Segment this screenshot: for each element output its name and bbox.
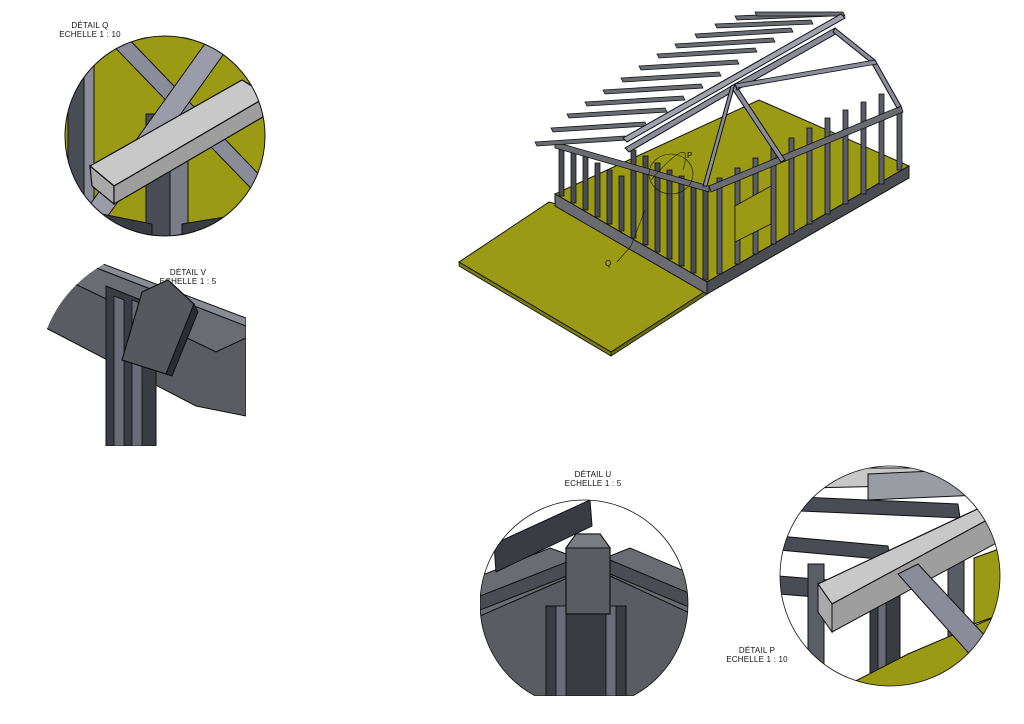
detail-u-label: DÉTAIL U ECHELLE 1 : 5 (553, 470, 633, 488)
house-window-opening (734, 185, 772, 243)
detail-u-top-sheet (493, 500, 593, 573)
detail-v-view (46, 256, 246, 446)
house-front-wall (558, 143, 709, 281)
callout-p-label: P (687, 151, 692, 160)
detail-v-title: DÉTAIL V (169, 268, 207, 277)
detail-v-label: DÉTAIL V ECHELLE 1 : 5 (148, 268, 228, 286)
main-house-view: P Q (458, 11, 911, 357)
detail-p-scale: ECHELLE 1 : 10 (726, 655, 788, 664)
detail-v-scale: ECHELLE 1 : 5 (159, 277, 217, 286)
house-truss (624, 27, 902, 187)
detail-p-brace (897, 563, 1000, 669)
detail-p-view (779, 465, 1001, 687)
detail-u-view (480, 499, 689, 696)
detail-u-title: DÉTAIL U (574, 470, 612, 479)
house-rafters (534, 11, 846, 147)
detail-q-label: DÉTAIL Q ECHELLE 1 : 10 (50, 21, 130, 39)
detail-u-scale: ECHELLE 1 : 5 (564, 479, 622, 488)
detail-q-title: DÉTAIL Q (71, 21, 109, 30)
detail-p-title: DÉTAIL P (738, 646, 776, 655)
callout-p-circle (648, 153, 694, 195)
detail-q-scale: ECHELLE 1 : 10 (59, 30, 121, 39)
callout-q-label: Q (605, 259, 611, 268)
detail-p-label: DÉTAIL P ECHELLE 1 : 10 (717, 646, 797, 664)
detail-q-view (64, 35, 266, 237)
